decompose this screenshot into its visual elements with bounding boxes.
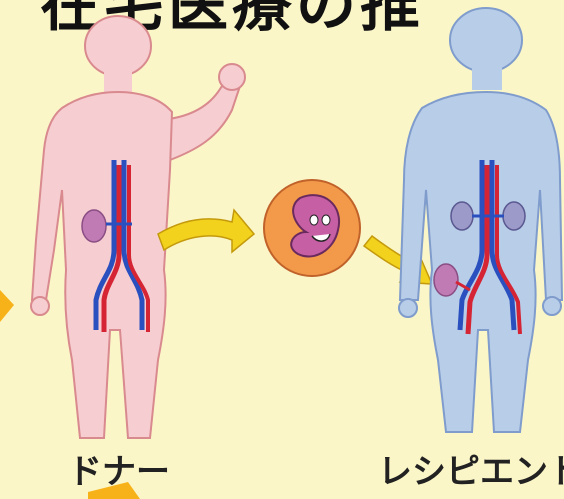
donor-hand <box>31 297 49 315</box>
donor-label: ドナー <box>68 452 170 492</box>
recipient-label: レシピエント <box>378 452 564 492</box>
recipient-kidney-left <box>451 202 473 230</box>
kidney-character-icon <box>264 180 360 276</box>
donor-fist <box>219 64 245 90</box>
recipient-kidney-right <box>503 202 525 230</box>
recipient-transplanted-kidney <box>434 264 458 296</box>
slide-arrow-left <box>0 290 14 322</box>
transfer-arrow-icon <box>158 210 254 252</box>
recipient-hand-right <box>543 297 561 315</box>
recipient-hand-left <box>399 299 417 317</box>
recipient-figure <box>399 8 562 432</box>
donor-kidney <box>82 210 106 242</box>
